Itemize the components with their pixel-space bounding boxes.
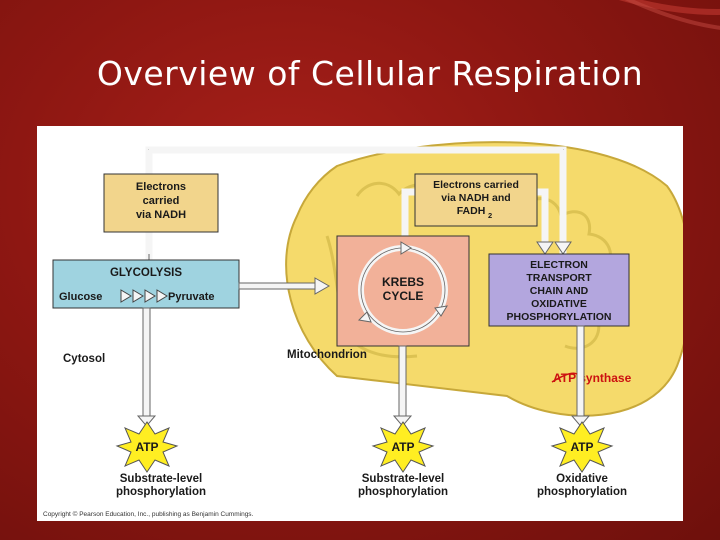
electrons-fadh-line-3: FADH	[457, 205, 486, 217]
substrate-level-1-line-1: Substrate-level	[120, 473, 202, 485]
etc-box: ELECTRON TRANSPORT CHAIN AND OXIDATIVE P…	[488, 253, 630, 327]
electrons-nadh-fadh-box: Electrons carried via NADH and FADH 2	[414, 173, 538, 227]
atp-label-3: ATP	[570, 440, 593, 454]
respiration-diagram: Electrons carried via NADH Electrons car…	[37, 126, 683, 521]
copyright-notice: Copyright © Pearson Education, Inc., pub…	[43, 510, 254, 518]
atp-down-arrows	[136, 307, 591, 427]
electrons-fadh-line-1: Electrons carried	[433, 179, 519, 191]
slide-title: Overview of Cellular Respiration	[96, 54, 644, 94]
atp-star-krebs: ATP	[371, 421, 435, 473]
glycolysis-label: GLYCOLYSIS	[110, 267, 182, 279]
substrate-level-1-line-2: phosphorylation	[116, 486, 206, 498]
atp-star-oxidative: ATP	[550, 421, 614, 473]
atp-label-2: ATP	[391, 440, 414, 454]
etc-line-5: PHOSPHORYLATION	[506, 311, 611, 323]
electrons-nadh-line-3: via NADH	[136, 209, 186, 221]
pyruvate-to-krebs-arrow	[238, 277, 331, 295]
electrons-nadh-line-2: carried	[143, 195, 180, 207]
electrons-fadh-line-2: via NADH and	[441, 192, 510, 204]
pyruvate-label: Pyruvate	[168, 291, 214, 303]
glucose-label: Glucose	[59, 291, 102, 303]
glycolysis-steps-arrows	[120, 289, 168, 303]
decorative-swoosh	[618, 0, 720, 30]
atp-star-glycolysis: ATP	[115, 421, 179, 473]
glycolysis-box: GLYCOLYSIS Glucose Pyruvate	[52, 259, 240, 309]
krebs-line-1: KREBS	[382, 275, 424, 289]
substrate-level-2-line-1: Substrate-level	[362, 473, 444, 485]
etc-line-2: TRANSPORT	[526, 272, 592, 284]
diagram-canvas: Electrons carried via NADH Electrons car…	[43, 141, 683, 518]
etc-line-3: CHAIN AND	[530, 285, 589, 297]
etc-line-1: ELECTRON	[530, 259, 588, 271]
oxidative-line-2: phosphorylation	[537, 486, 627, 498]
substrate-level-2-line-2: phosphorylation	[358, 486, 448, 498]
electrons-nadh-line-1: Electrons	[136, 181, 186, 193]
krebs-cycle-box: KREBS CYCLE	[336, 235, 470, 347]
cytosol-label: Cytosol	[63, 353, 105, 365]
atp-synthase-label: ATP synthase	[553, 371, 632, 385]
electrons-nadh-box: Electrons carried via NADH	[103, 173, 219, 233]
fadh-subscript: 2	[488, 211, 492, 220]
mitochondrion-label: Mitochondrion	[287, 349, 367, 361]
etc-line-4: OXIDATIVE	[531, 298, 587, 310]
krebs-cycle-arrowhead	[400, 241, 412, 255]
krebs-line-2: CYCLE	[383, 289, 424, 303]
oxidative-line-1: Oxidative	[556, 473, 608, 485]
atp-label-1: ATP	[135, 440, 158, 454]
